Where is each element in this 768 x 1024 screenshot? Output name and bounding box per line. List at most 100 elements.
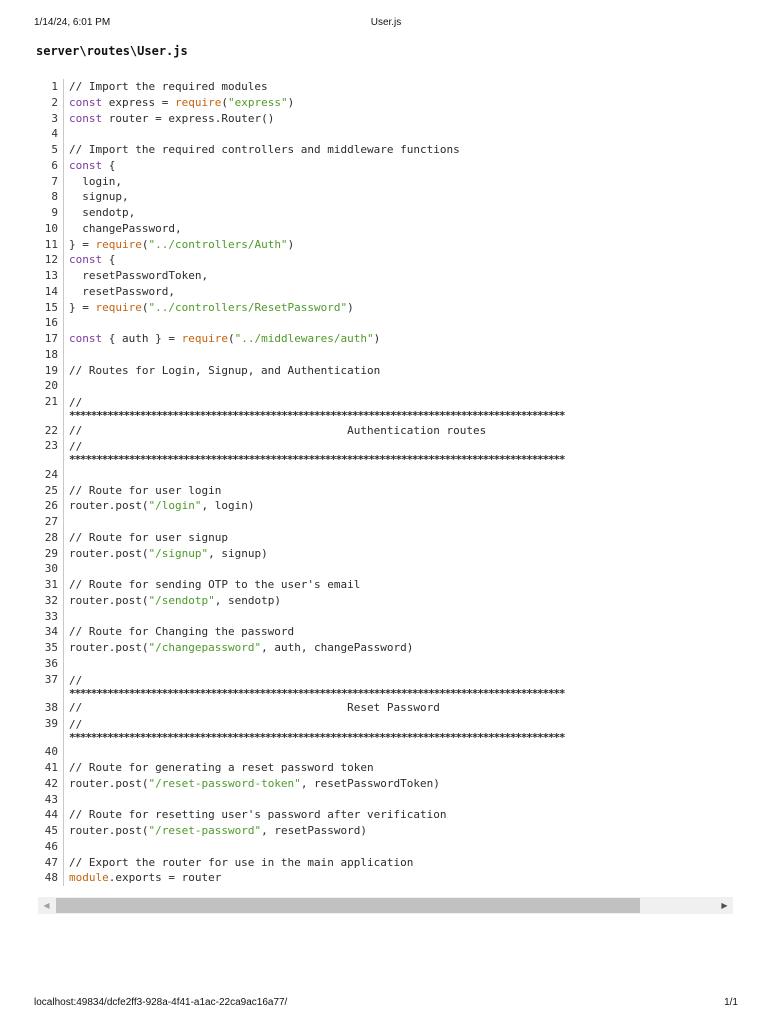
comment-divider: ****************************************… [69, 730, 565, 744]
code-token: // Import the required modules [69, 80, 268, 93]
code-line: 30 [36, 561, 733, 577]
code-token: require [174, 95, 222, 109]
code-line: 1// Import the required modules [36, 79, 733, 95]
code-token: "/signup" [148, 546, 209, 560]
code-line: 43 [36, 791, 733, 808]
code-token: , login) [201, 499, 255, 513]
code-line: 44// Route for resetting user's password… [36, 807, 733, 823]
line-number: 19 [44, 363, 58, 377]
line-number: 4 [51, 127, 58, 141]
code-line: 14 resetPassword, [36, 283, 733, 300]
code-token: sendotp, [69, 206, 136, 219]
code-line: 38// Reset Password [36, 700, 733, 716]
line-number: 36 [44, 656, 58, 670]
code-line: 20 [36, 378, 733, 394]
code-token: router.post( [69, 593, 149, 607]
line-number: 23 [44, 439, 58, 453]
line-number: 39 [44, 716, 58, 730]
line-text [63, 744, 733, 760]
chevron-left-icon[interactable]: ◀ [43, 901, 50, 910]
line-text: //**************************************… [63, 715, 733, 745]
line-text: const { [63, 252, 733, 268]
code-token: express = [102, 95, 175, 109]
code-token: "/reset-password-token" [148, 776, 301, 790]
code-token: // Route for Changing the password [69, 625, 295, 639]
code-line: 24 [36, 466, 733, 483]
line-number: 3 [51, 111, 58, 125]
code-line: 9 sendotp, [36, 205, 733, 221]
line-number: 25 [44, 483, 58, 497]
code-line: 47// Export the router for use in the ma… [36, 854, 733, 871]
line-text: //**************************************… [63, 394, 733, 423]
line-text: const { auth } = require("../middlewares… [63, 331, 733, 347]
line-text [63, 378, 733, 394]
comment-divider: ****************************************… [69, 453, 565, 467]
line-text [63, 315, 733, 331]
code-token: const [69, 253, 103, 267]
code-token: require [181, 332, 228, 345]
line-number: 26 [44, 499, 58, 513]
line-text: // Import the required modules [63, 79, 733, 95]
line-number: 32 [44, 593, 58, 607]
line-number: 43 [44, 792, 58, 806]
line-text: // Route for sending OTP to the user's e… [63, 577, 733, 593]
line-number: 45 [44, 824, 58, 837]
code-token: require [95, 237, 142, 251]
code-token: require [95, 300, 142, 314]
code-token: // [69, 396, 83, 409]
code-line: 8 signup, [36, 189, 733, 205]
line-text: // Route for resetting user's password a… [63, 807, 733, 823]
code-line: 40 [36, 744, 733, 760]
line-number: 29 [44, 546, 58, 560]
line-text: const express = require("express") [63, 94, 733, 111]
code-line: 5// Import the required controllers and … [36, 142, 733, 158]
code-token: // Export the router for use in the main… [69, 855, 414, 869]
print-datetime: 1/14/24, 6:01 PM [34, 17, 111, 28]
code-line: 28// Route for user signup [36, 529, 733, 546]
code-token: router.post( [69, 499, 149, 513]
line-text: } = require("../controllers/Auth") [63, 236, 733, 253]
line-text: // Routes for Login, Signup, and Authent… [63, 362, 733, 379]
code-line: 39 //************************************… [36, 715, 733, 745]
line-number: 20 [44, 379, 58, 393]
code-token: ( [221, 95, 228, 109]
code-line: 22// Authentication routes [36, 422, 733, 439]
code-line: 21//************************************… [36, 394, 733, 423]
line-text: login, [63, 173, 733, 190]
line-number: 10 [44, 221, 58, 235]
line-text: changePassword, [63, 220, 733, 237]
code-line: 27 [36, 514, 733, 530]
line-number: 28 [44, 530, 58, 544]
code-token: module [69, 871, 109, 885]
code-token: ( [141, 300, 149, 314]
code-line: 41// Route for generating a reset passwo… [36, 760, 733, 776]
line-text: router.post("/reset-password-token", res… [63, 775, 733, 792]
print-header: 1/14/24, 6:01 PM User.js [34, 17, 738, 31]
line-number: 15 [44, 300, 58, 314]
line-text: resetPasswordToken, [63, 268, 733, 284]
code-token: const [69, 95, 103, 109]
code-line: 46 [36, 838, 733, 855]
page-url: localhost:49834/dcfe2ff3-928a-4f41-a1ac-… [34, 997, 288, 1008]
code-token: ( [141, 237, 149, 251]
line-text: module.exports = router [63, 870, 733, 886]
print-title: User.js [370, 17, 402, 28]
code-token: "/changepassword" [148, 641, 262, 654]
chevron-right-icon[interactable]: ▶ [721, 901, 728, 910]
line-text [63, 838, 733, 855]
code-token: // Route for resetting user's password a… [69, 808, 447, 822]
line-text [63, 466, 733, 483]
scrollbar-thumb[interactable] [56, 898, 640, 913]
code-token: const [69, 332, 103, 345]
comment-divider: ****************************************… [69, 686, 565, 700]
line-number: 48 [44, 871, 58, 885]
horizontal-scrollbar[interactable]: ◀ ▶ [38, 897, 733, 914]
line-number: 18 [44, 347, 58, 361]
code-token: .exports = router [108, 871, 222, 885]
line-text [63, 608, 733, 625]
code-token: // [69, 717, 83, 731]
code-token: signup, [69, 190, 129, 204]
